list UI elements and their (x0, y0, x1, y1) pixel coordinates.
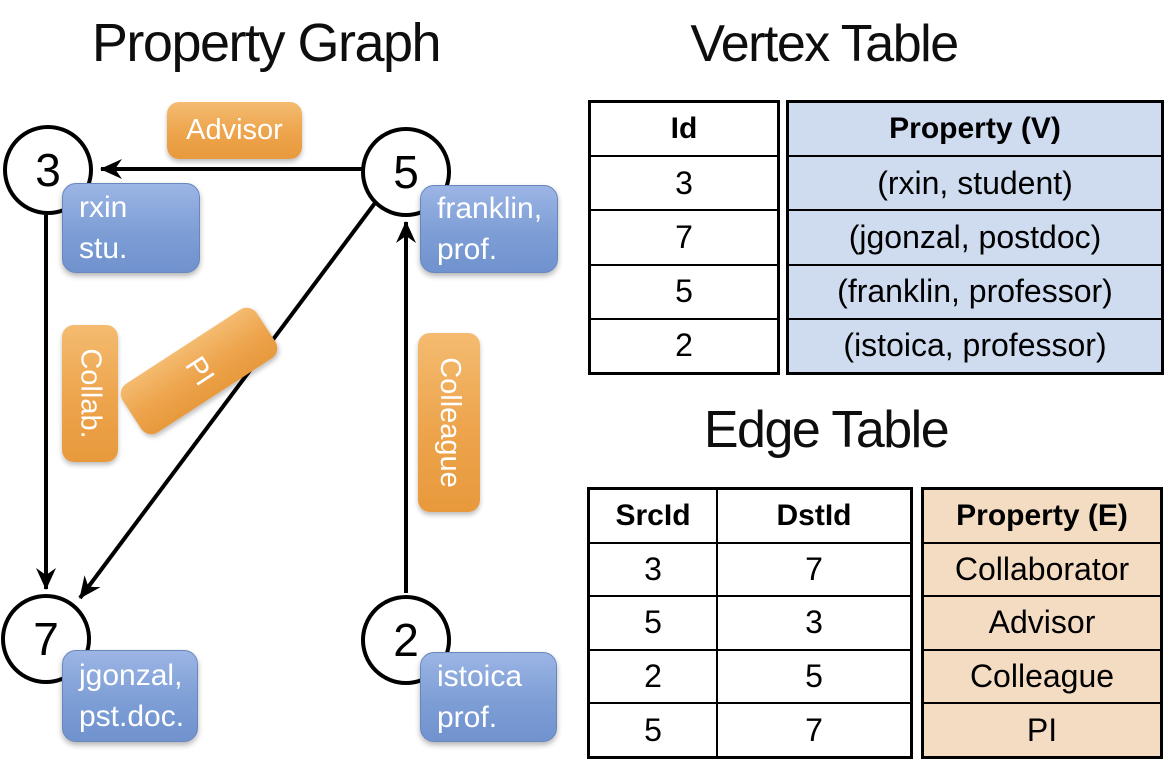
edge-table-srcid-header: SrcId (615, 498, 691, 532)
graph-node-3: 3 (3, 125, 93, 215)
graph-node-5: 5 (361, 127, 451, 217)
edge-table-dstid-header: DstId (716, 490, 910, 542)
edge-label-text: Colleague (433, 357, 466, 488)
edge-dstid-cell: 5 (716, 650, 910, 703)
vertex-property-cell: (rxin, student) (877, 164, 1073, 201)
edge-dstid-cell: 7 (716, 543, 910, 596)
vertex-property-line: istoica (437, 659, 523, 693)
vertex-table-title: Vertex Table (690, 15, 959, 73)
vertex-property-line: stu. (79, 232, 128, 265)
vertex-id-cell: 5 (675, 273, 693, 310)
edge-dstid-cell: 7 (716, 704, 910, 756)
edge-label-text: PI (178, 350, 221, 391)
edge-table-property-header: Property (E) (956, 498, 1128, 532)
vertex-property-line: jgonzal, (79, 658, 183, 692)
vertex-table-property-header: Property (V) (889, 112, 1061, 146)
edge-label-text: Collab. (74, 348, 107, 439)
property-graph-title: Property Graph (91, 13, 442, 73)
vertex-property-box-2: istoica prof. (420, 652, 557, 742)
edge-label-colleague: Colleague (418, 333, 480, 512)
edge-table-property-column: Property (E) Collaborator Advisor Collea… (921, 487, 1163, 759)
vertex-id-cell: 2 (675, 327, 693, 364)
vertex-property-line: rxin (79, 190, 128, 224)
edge-srcid-cell: 2 (644, 658, 662, 695)
vertex-id-cell: 3 (675, 164, 693, 201)
vertex-id-cell: 7 (675, 219, 693, 255)
vertex-table-id-header: Id (670, 112, 698, 146)
vertex-property-line: prof. (437, 233, 498, 266)
vertex-table-property-column: Property (V) (rxin, student) (jgonzal, p… (786, 100, 1164, 375)
vertex-property-cell: (istoica, professor) (843, 327, 1107, 364)
edge-srcid-cell: 5 (644, 711, 662, 748)
edge-srcid-cell: 5 (644, 604, 662, 641)
node-7-id: 7 (33, 613, 59, 665)
edge-property-cell: PI (1026, 711, 1058, 748)
edge-label-pi: PI (116, 303, 282, 439)
vertex-property-cell: (franklin, professor) (837, 273, 1113, 310)
edge-table-id-columns: SrcId DstId 3 7 5 3 2 5 5 7 (587, 487, 913, 759)
vertex-property-line: franklin, (437, 191, 543, 225)
edge-table-title: Edge Table (703, 401, 950, 459)
edge-dstid-cell: 3 (716, 597, 910, 649)
edge-srcid-cell: 3 (644, 550, 662, 587)
vertex-property-cell: (jgonzal, postdoc) (848, 219, 1102, 255)
edge-label-collab: Collab. (62, 325, 118, 462)
vertex-table-id-column: Id 3 7 5 2 (588, 100, 780, 375)
vertex-property-line: pst.doc. (79, 700, 185, 733)
edge-property-cell: Colleague (969, 658, 1115, 695)
edge-property-cell: Collaborator (954, 550, 1130, 587)
vertex-property-box-3: rxin stu. (62, 183, 200, 273)
edge-label-advisor: Advisor (167, 102, 302, 159)
node-5-id: 5 (393, 146, 419, 198)
edge-property-cell: Advisor (988, 604, 1096, 641)
vertex-property-line: prof. (437, 701, 498, 734)
vertex-property-box-5: franklin, prof. (420, 185, 558, 273)
node-3-id: 3 (35, 144, 61, 196)
node-2-id: 2 (393, 614, 419, 666)
vertex-property-box-7: jgonzal, pst.doc. (62, 650, 198, 742)
